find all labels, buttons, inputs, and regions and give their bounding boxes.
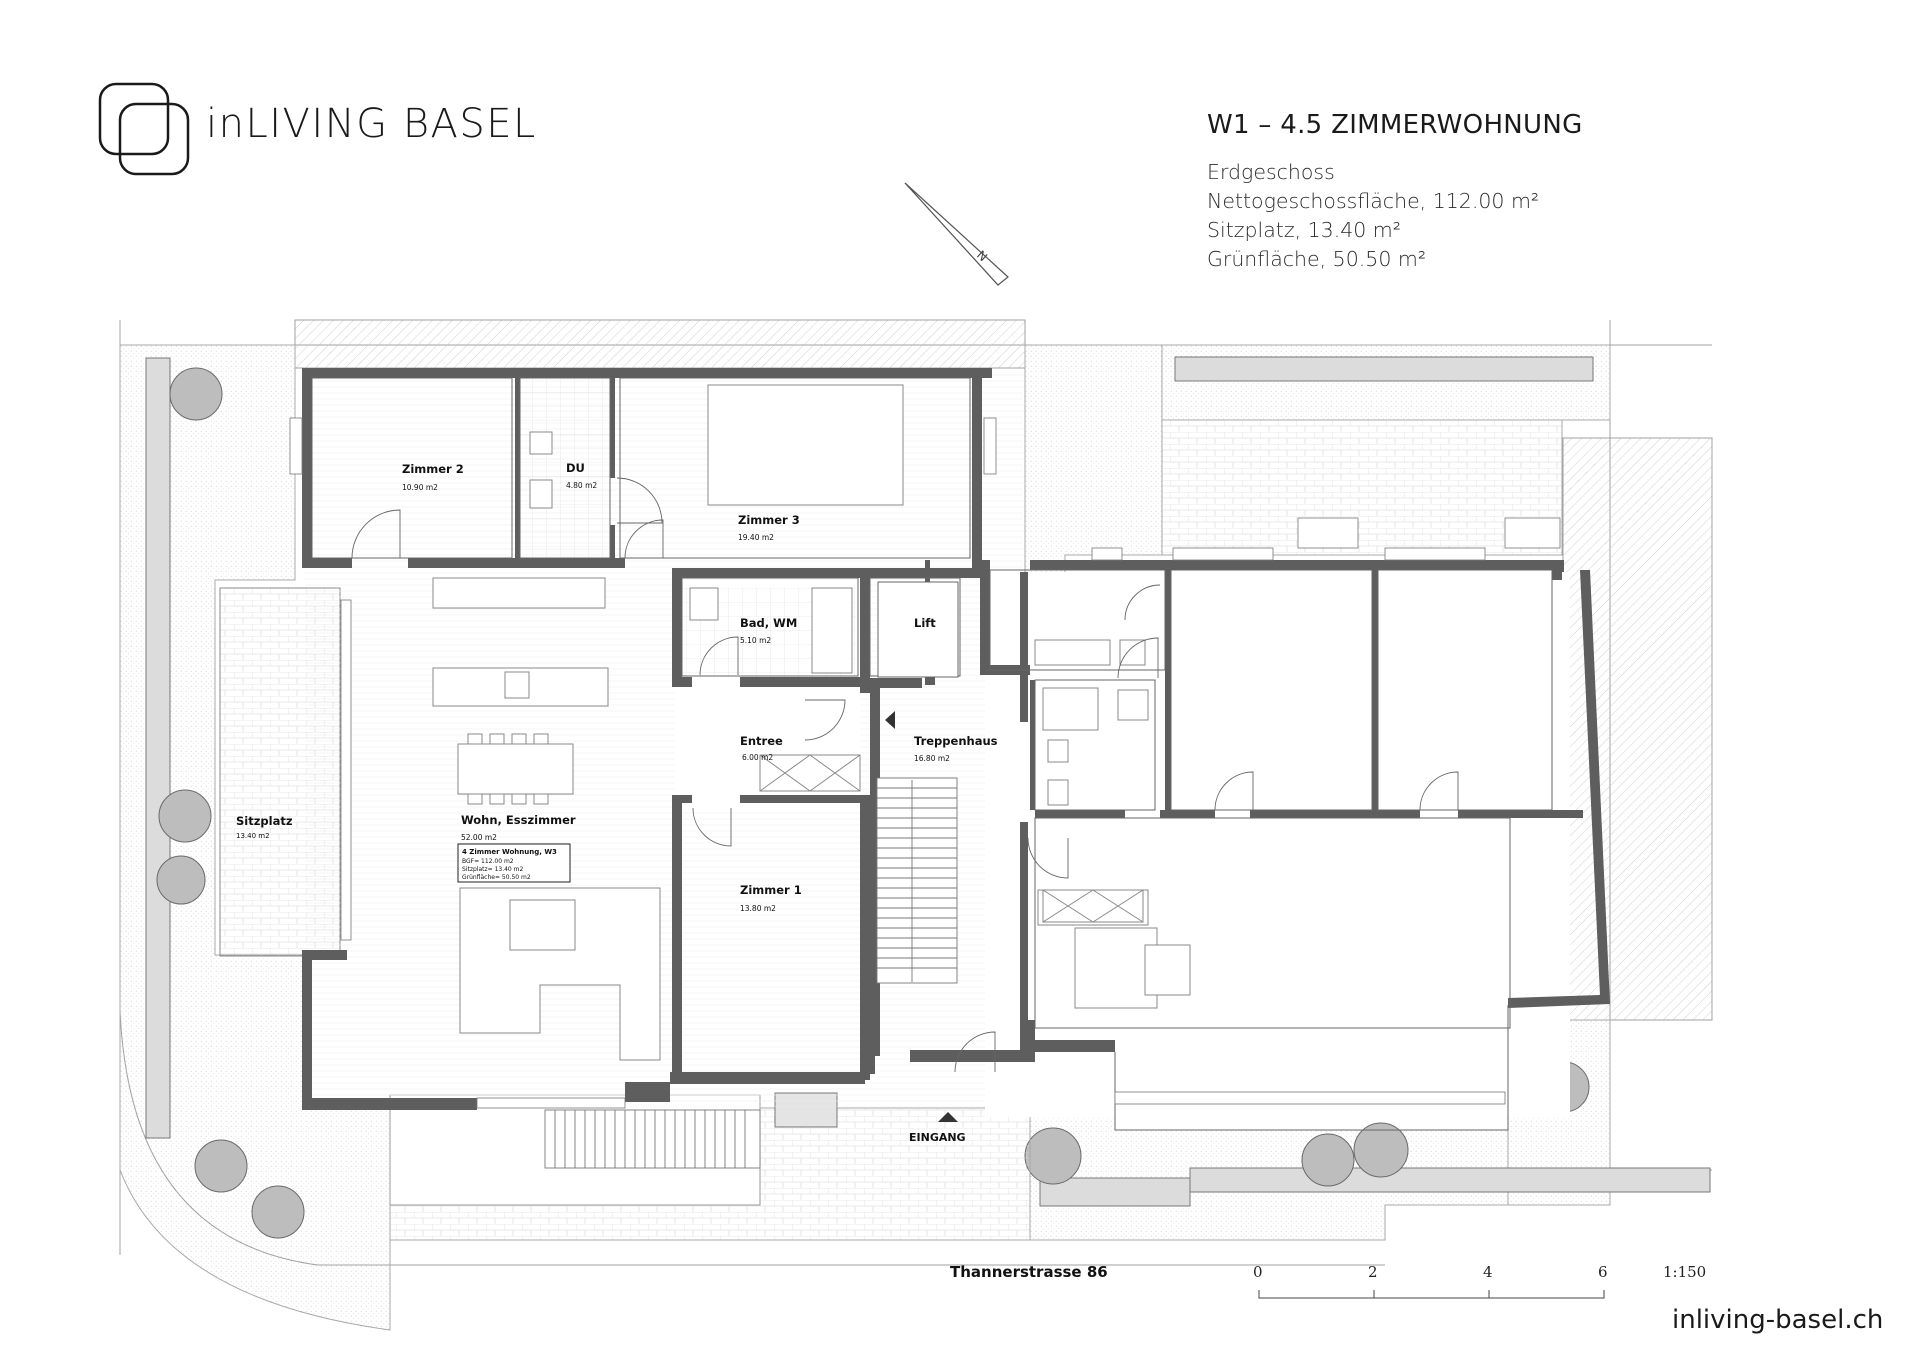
hatched-strip-top [294,319,1026,369]
info-green-area: Grünfläche, 50.50 m² [1207,247,1427,271]
stamp-line-3: Sitzplatz= 13.40 m2 [462,866,523,873]
room-label-bad: Bad, WM [740,616,797,630]
hatched-strip-right [1562,437,1713,1021]
brand-name: inLIVING BASEL [206,101,537,147]
hedge [145,356,1711,1207]
wardrobe [759,754,1144,923]
dining-table [457,733,574,805]
apartment-info: Erdgeschoss Nettogeschossfläche, 112.00 … [1207,158,1539,274]
room-label-treppenhaus: Treppenhaus [914,734,998,748]
scale-tick-4: 4 [1483,1263,1493,1281]
room-area-treppenhaus: 16.80 m2 [914,754,950,763]
entrance-label: EINGANG [909,1131,966,1144]
scale-bar: 0 2 4 6 1:150 [1253,1263,1706,1299]
page-title: W1 – 4.5 ZIMMERWOHNUNG [1207,110,1583,140]
room-label-lift: Lift [914,616,936,630]
stamp-line-1: 4 Zimmer Wohnung, W3 [462,848,557,856]
window [289,417,1561,1109]
room-label-entree: Entree [740,734,783,748]
paved-terrace [1161,419,1563,556]
sofa [459,887,661,1061]
room-label-zimmer1: Zimmer 1 [740,883,802,897]
stamp-line-4: Grünfläche= 50.50 m2 [462,874,531,881]
apartment-stamp: 4 Zimmer Wohnung, W3 BGF= 112.00 m2 Sitz… [457,843,571,883]
scale-tick-6: 6 [1598,1263,1608,1281]
room-area-entree: 6.00 m2 [742,753,773,762]
room-area-zimmer2: 10.90 m2 [402,483,438,492]
room-label-wohn: Wohn, Esszimmer [461,813,576,827]
north-arrow-icon [904,182,1009,286]
bed [707,384,904,506]
partition-lines [311,377,1553,1131]
stamp-line-2: BGF= 112.00 m2 [462,858,514,865]
walls [302,368,1610,1110]
scale-tick-2: 2 [1368,1263,1378,1281]
entrance-arrow-icon [938,1112,958,1122]
room-area-sitzplatz: 13.40 m2 [236,832,270,840]
room-area-wohn: 52.00 m2 [461,833,497,842]
bathroom-fixtures [529,431,1149,806]
front-steps [544,1109,761,1169]
scale-tick-0: 0 [1253,1263,1263,1281]
info-floor: Erdgeschoss [1207,160,1335,184]
footer-url[interactable]: inliving-basel.ch [1672,1305,1884,1335]
room-area-zimmer3: 19.40 m2 [738,533,774,542]
info-terrace: Sitzplatz, 13.40 m² [1207,218,1401,242]
room-area-du: 4.80 m2 [566,481,597,490]
logo-icon [98,82,190,176]
room-area-zimmer1: 13.80 m2 [740,904,776,913]
room-label-du: DU [566,461,585,475]
stair [876,777,958,984]
door-swing [351,477,1459,1073]
info-net-area: Nettogeschossfläche, 112.00 m² [1207,189,1540,213]
room-label-zimmer3: Zimmer 3 [738,513,800,527]
room-area-bad: 5.10 m2 [740,636,771,645]
lift-shaft [877,581,959,678]
room-label-sitzplatz: Sitzplatz [236,814,293,828]
stair-arrow-icon [885,711,895,729]
scale-ratio: 1:150 [1663,1263,1706,1281]
room-label-zimmer2: Zimmer 2 [402,462,464,476]
street-name: Thannerstrasse 86 [950,1263,1108,1281]
